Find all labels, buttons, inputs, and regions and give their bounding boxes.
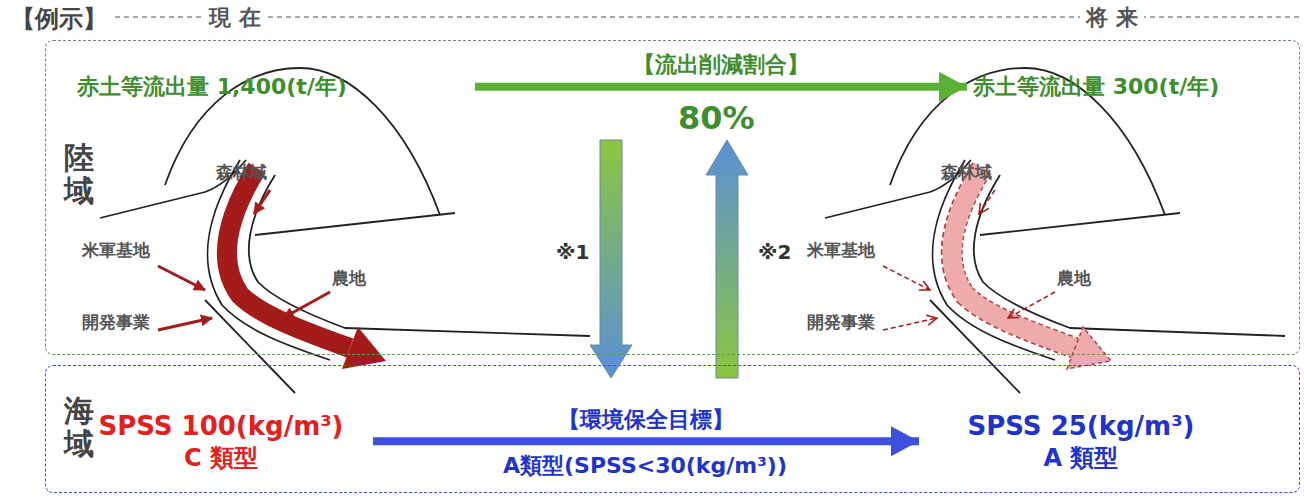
river-bank [974,175,1285,336]
value-text: SPSS 25(kg/m³) [968,410,1195,443]
river-bank [249,175,590,336]
present-watershed [100,68,590,393]
arrow-label: 【流出削減割合】 [629,51,813,79]
source-label: 米軍基地 [807,240,875,261]
value-text: 赤土等流出量 1,400(t/年) [77,73,347,101]
sea-to-land-arrow [706,140,748,378]
value-text: SPSS 100(kg/m³) [98,410,343,443]
outflow-river [952,168,1075,348]
outflow-value: 赤土等流出量 300(t/年) [969,69,1289,105]
land-to-sea-arrow [590,140,632,378]
region-label: 海域 [64,394,94,460]
inflow-arrow [158,318,212,330]
inflow-arrow [883,266,930,290]
note-mark: ※1 [556,240,589,265]
source-label: 森林域 [216,162,267,183]
note-mark: ※2 [758,240,791,265]
flow-arrow [373,437,919,445]
period-heading: 現 在 [203,4,267,32]
inflow-arrow [979,190,995,214]
water-quality-value: SPSS 25(kg/m³)A 類型 [921,406,1241,477]
arrow-label: 【環境保全目標】 [554,406,738,434]
inflow-arrow [158,266,205,290]
region-label: 陸域 [64,141,94,207]
inflow-arrow [283,292,330,318]
source-label: 森林域 [941,162,992,183]
flow-arrow [475,83,967,91]
outflow-value: 赤土等流出量 1,400(t/年) [73,69,473,105]
period-heading: 将 来 [1080,4,1144,32]
inflow-arrow [883,318,937,330]
reduction-rate: 80% [678,98,755,138]
land-line [980,213,1180,235]
source-label: 農地 [332,268,366,289]
source-label: 米軍基地 [82,240,150,261]
source-label: 農地 [1057,268,1091,289]
source-label: 開発事業 [807,312,875,333]
outflow-river [227,168,350,348]
target-class: A類型(SPSS<30(kg/m³)) [503,452,787,480]
inflow-arrow [1008,292,1055,318]
value-text: A 類型 [1044,443,1119,473]
future-watershed [825,68,1285,393]
value-text: 赤土等流出量 300(t/年) [973,73,1219,101]
outflow-arrowhead [342,327,386,369]
water-quality-value: SPSS 100(kg/m³)C 類型 [71,406,371,477]
outflow-arrowhead [1067,327,1111,369]
land-region: 陸域 赤土等流出量 1,400(t/年) 赤土等流出量 300(t/年) [45,40,1300,355]
outflow-river-outline [952,168,1075,348]
example-tag: 【例示】 [5,4,113,34]
value-text: C 類型 [184,443,258,473]
inflow-arrow [254,190,270,214]
land-line [255,213,455,235]
source-label: 開発事業 [82,312,150,333]
